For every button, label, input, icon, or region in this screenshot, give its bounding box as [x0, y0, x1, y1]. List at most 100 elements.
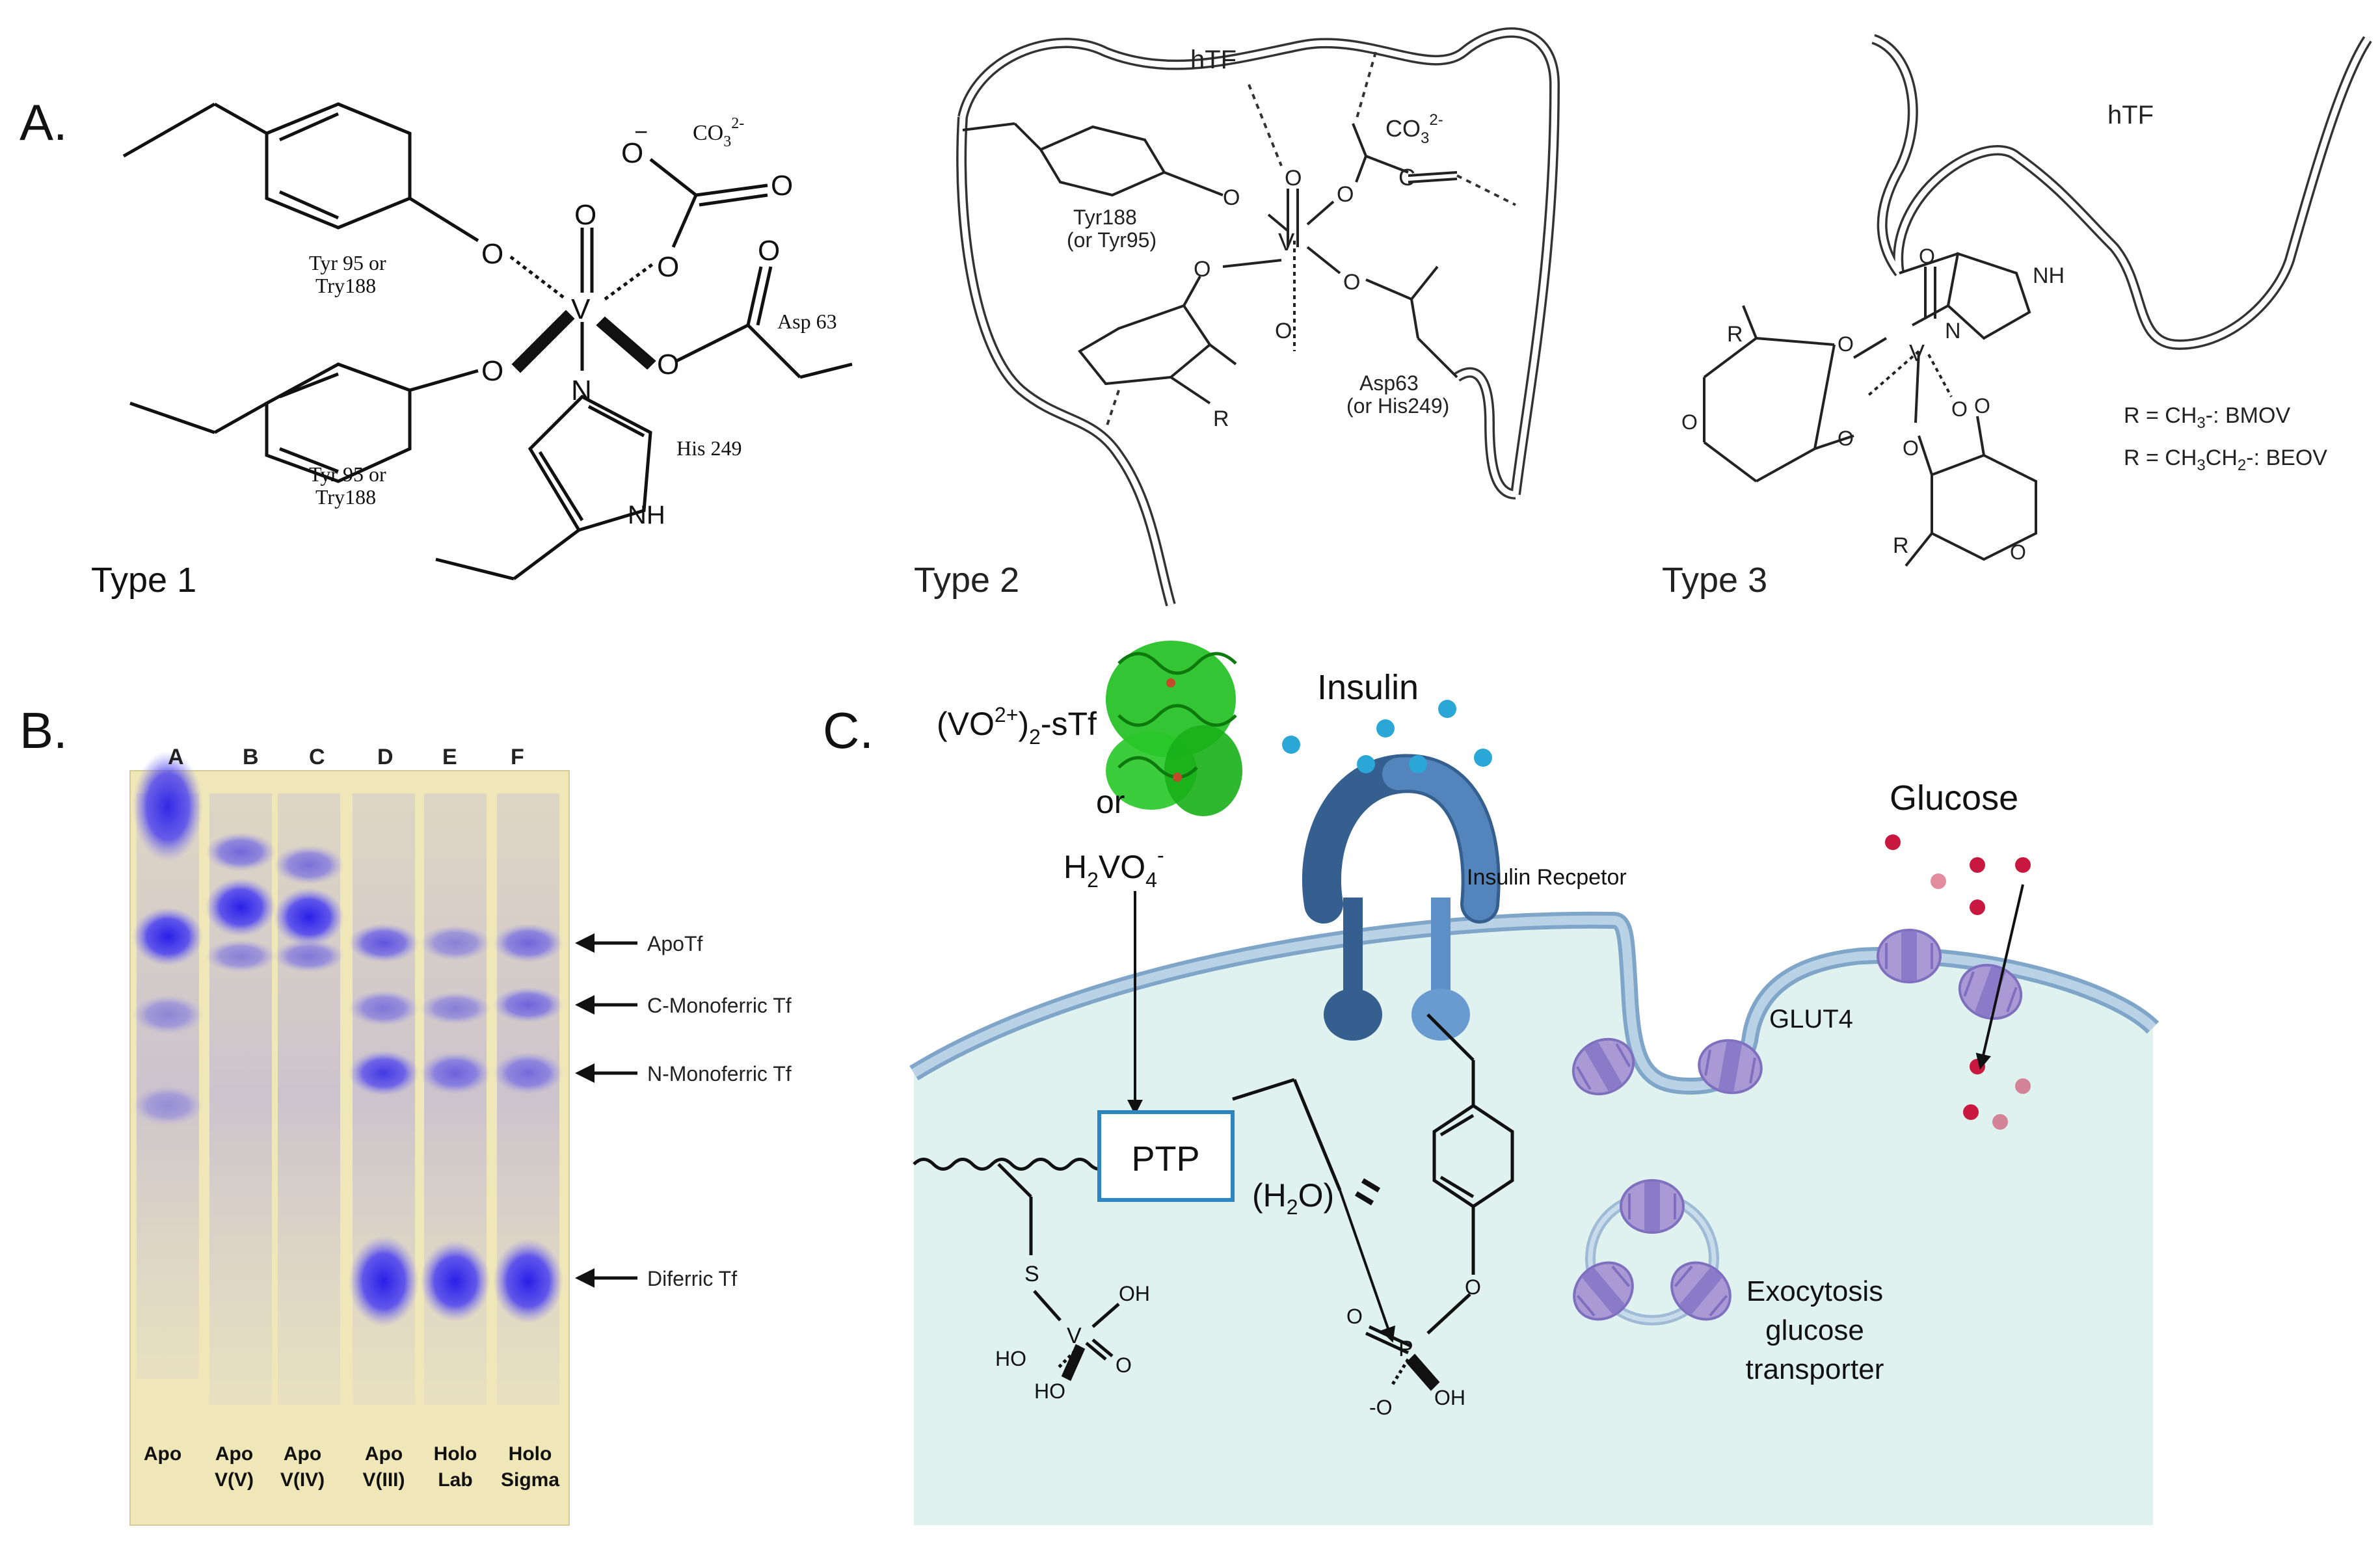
- water-label: (H2O): [1252, 1177, 1334, 1219]
- gel-band: [133, 995, 203, 1034]
- type1-o5: O: [621, 137, 643, 169]
- lane-letter-e: E: [442, 745, 457, 769]
- type3-o8: O: [2010, 540, 2026, 564]
- panel-label-b: B.: [20, 702, 68, 759]
- gel-band: [349, 1236, 419, 1327]
- or-label: or: [1096, 784, 1125, 820]
- gel-band: [493, 1239, 563, 1324]
- glut4-icon: [1571, 1037, 1635, 1096]
- type2-title: Type 2: [914, 561, 1019, 600]
- ptp-chemistry: [913, 891, 1514, 1391]
- exocytosis-label-2: glucose: [1765, 1314, 1864, 1346]
- type1-minus: −: [634, 118, 648, 145]
- glut4-icon: [1620, 1179, 1685, 1234]
- glut4-label: GLUT4: [1769, 1005, 1853, 1033]
- type3-o7: O: [1974, 394, 1990, 418]
- chem-o1: O: [1116, 1353, 1132, 1377]
- insulin-dot: [1438, 700, 1456, 718]
- type2-asp-1: Asp63: [1359, 371, 1419, 395]
- type2-structure: [956, 27, 1560, 607]
- lane-name-2a: Apo: [215, 1443, 253, 1465]
- type1-labels: O O O V O O O − O O N NH CO32- Tyr 95 or…: [91, 115, 837, 600]
- lane-letter-b: B: [243, 745, 259, 769]
- insulin-label: Insulin: [1317, 668, 1419, 707]
- insulin-dot: [1282, 736, 1300, 754]
- type2-o5: O: [1194, 257, 1210, 282]
- glucose-dot: [2015, 1078, 2031, 1094]
- gel-band: [133, 1086, 203, 1125]
- glut4-icon: [1670, 1261, 1732, 1321]
- lane-name-4a: Apo: [365, 1443, 403, 1465]
- lane-name-3b: V(IV): [280, 1469, 325, 1491]
- lane-name-5a: Holo: [434, 1443, 477, 1465]
- type2-c: C: [1398, 164, 1415, 191]
- type3-v: V: [1909, 339, 1925, 366]
- type3-o2: O: [1838, 332, 1854, 356]
- gel-band: [420, 925, 490, 961]
- type3-htf: hTF: [2107, 101, 2154, 129]
- type2-o4: O: [1343, 270, 1360, 295]
- panel-c-labels: Insulin Glucose Insulin Recpetor GLUT4 E…: [937, 668, 2018, 1419]
- type1-o3: O: [657, 251, 679, 283]
- transferrin-protein: [1106, 641, 1242, 816]
- glucose-dot: [1970, 899, 1985, 915]
- type2-o3: O: [1337, 182, 1354, 207]
- type2-o6: O: [1275, 319, 1292, 343]
- gel-background: [130, 771, 569, 1525]
- lane-name-2b: V(V): [215, 1469, 254, 1491]
- type3-nh: NH: [2033, 263, 2065, 288]
- glucose-uptake-arrow: [1975, 884, 2024, 1070]
- type1-o1: O: [481, 238, 503, 270]
- lane-name-6b: Sigma: [501, 1469, 559, 1491]
- insulin-receptor: [1302, 754, 1501, 1041]
- h2vo4-label: H2VO4-: [1063, 844, 1164, 892]
- lane-name-6a: Holo: [509, 1443, 552, 1465]
- type1-tyr-top-1: Tyr 95 or: [309, 251, 386, 274]
- cell-schematic: [909, 911, 2159, 1525]
- type1-tyr-top-2: Try188: [315, 274, 376, 297]
- panel-label-a: A.: [20, 94, 68, 151]
- lane-name-3a: Apo: [284, 1443, 321, 1465]
- lane-letter-a: A: [168, 745, 184, 769]
- chem-ho2: HO: [1034, 1379, 1065, 1403]
- gel-band: [206, 940, 276, 972]
- ptp-label: PTP: [1131, 1139, 1199, 1178]
- exocytosis-label-1: Exocytosis: [1746, 1275, 1883, 1307]
- lane-name-4b: V(III): [363, 1469, 405, 1491]
- type3-o6: O: [1681, 410, 1698, 434]
- chem-oh1: OH: [1119, 1282, 1150, 1305]
- type2-tyr-2: (or Tyr95): [1067, 228, 1157, 252]
- gel-band: [206, 832, 276, 872]
- glut4-icon: [1698, 1039, 1763, 1095]
- gel-band: [493, 987, 563, 1023]
- type1-asp: Asp 63: [777, 310, 837, 333]
- band-label-diferric: Diferric Tf: [647, 1267, 737, 1290]
- gel-band: [133, 907, 203, 966]
- gel-band: [274, 845, 344, 885]
- band-label-c-monoferric: C-Monoferric Tf: [647, 994, 792, 1017]
- glucose-label: Glucose: [1890, 779, 2018, 818]
- insulin-dot: [1357, 755, 1375, 773]
- chem-o2: O: [1465, 1275, 1481, 1299]
- glucose-dot: [1992, 1114, 2008, 1130]
- gel-lane-names: Apo Apo V(V) Apo V(IV) Apo V(III) Holo L…: [144, 1443, 559, 1491]
- lane-letter-c: C: [309, 745, 325, 769]
- type2-v: V: [1278, 229, 1295, 256]
- type2-tyr-1: Tyr188: [1073, 206, 1137, 229]
- lane-name-5b: Lab: [438, 1469, 472, 1491]
- glucose-dot: [1963, 1104, 1979, 1120]
- type1-o6: O: [771, 170, 793, 202]
- glucose-dot: [1931, 873, 1946, 889]
- insulin-dot: [1376, 719, 1395, 738]
- glucose-dot: [1970, 857, 1985, 873]
- gel-band: [349, 924, 419, 963]
- chem-p: P: [1398, 1337, 1413, 1361]
- band-label-apotf: ApoTf: [647, 932, 702, 955]
- cell-cytoplasm: [914, 920, 2153, 1525]
- type1-oxo: O: [574, 199, 596, 231]
- gel-band: [274, 940, 344, 972]
- type3-o5: O: [1903, 436, 1919, 460]
- gel-band: [420, 992, 490, 1024]
- lane-letter-d: D: [377, 745, 394, 769]
